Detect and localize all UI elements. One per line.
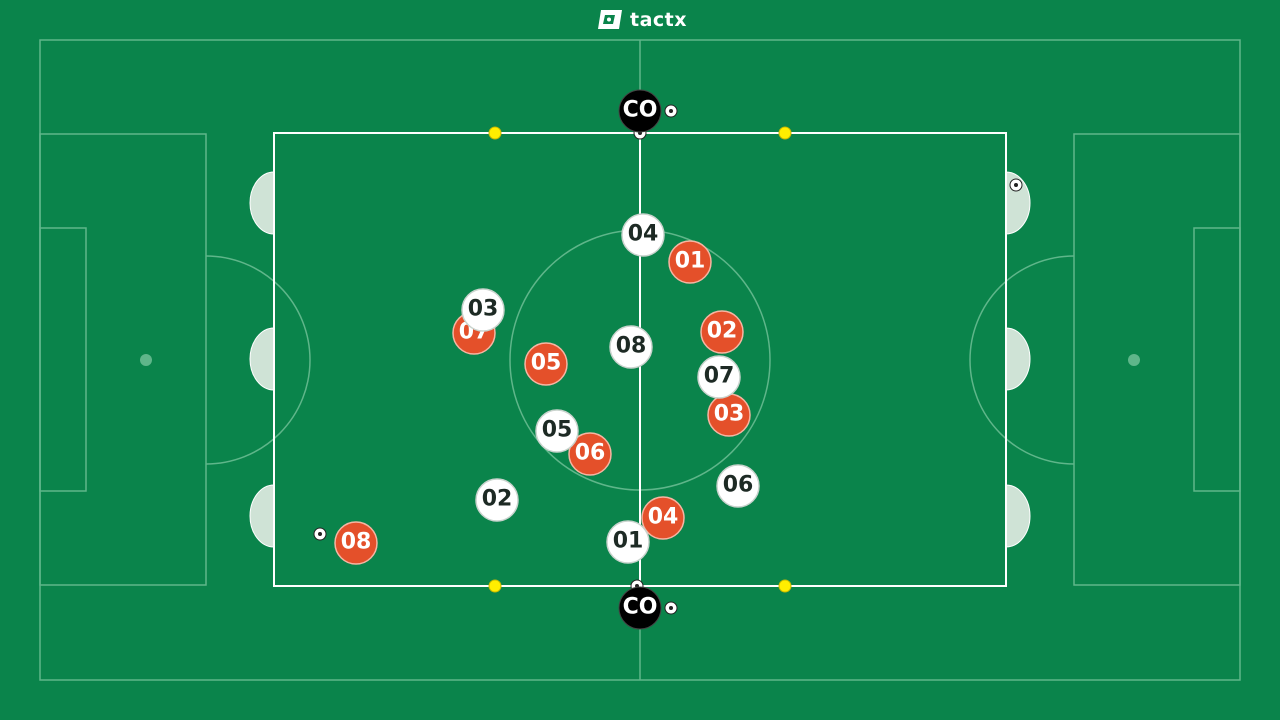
- player-number: 04: [648, 505, 679, 530]
- left-penalty-area: [39, 133, 207, 586]
- cones: [488, 126, 792, 593]
- orange-player-token[interactable]: 08: [334, 521, 378, 565]
- right-penalty-arc: [969, 255, 1075, 465]
- orange-team: 01 07 05 02 03 06: [334, 240, 751, 565]
- mini-goal: [249, 171, 275, 235]
- white-player-token[interactable]: 05: [535, 409, 579, 453]
- cone[interactable]: [778, 579, 792, 593]
- white-team: 04 03 08 07 05 02: [461, 213, 760, 564]
- white-player-token[interactable]: 04: [621, 213, 665, 257]
- ball-icon[interactable]: [313, 527, 327, 541]
- ball-icon[interactable]: [664, 104, 678, 118]
- orange-player-token[interactable]: 03: [707, 393, 751, 437]
- player-number: 06: [575, 441, 606, 466]
- orange-player-token[interactable]: 02: [700, 310, 744, 354]
- player-number: 08: [341, 530, 372, 555]
- player-number: 03: [468, 297, 499, 322]
- mini-goal: [1005, 327, 1031, 391]
- coaches: CO CO: [618, 89, 662, 630]
- left-goal-area: [39, 227, 87, 492]
- cone[interactable]: [778, 126, 792, 140]
- player-number: 07: [704, 364, 735, 389]
- player-number: 05: [542, 418, 573, 443]
- left-penalty-arc: [205, 255, 311, 465]
- mini-goal: [1005, 484, 1031, 548]
- player-number: 04: [628, 222, 659, 247]
- player-number: 01: [613, 529, 644, 554]
- orange-player-token[interactable]: 01: [668, 240, 712, 284]
- coach-label: CO: [623, 595, 658, 620]
- player-number: 05: [531, 351, 562, 376]
- ball-icon[interactable]: [664, 601, 678, 615]
- orange-player-token[interactable]: 06: [568, 432, 612, 476]
- player-number: 02: [707, 319, 738, 344]
- mini-goal: [249, 327, 275, 391]
- player-number: 08: [616, 334, 647, 359]
- mini-goal: [249, 484, 275, 548]
- cone[interactable]: [488, 579, 502, 593]
- right-penalty-spot: [1128, 354, 1140, 366]
- tactx-logo-icon: [598, 10, 622, 29]
- orange-player-token[interactable]: 04: [641, 496, 685, 540]
- coach-label: CO: [623, 98, 658, 123]
- ball-icon[interactable]: [1009, 178, 1023, 192]
- right-penalty-area: [1073, 133, 1241, 586]
- player-number: 06: [723, 473, 754, 498]
- player-number: 02: [482, 487, 513, 512]
- left-penalty-spot: [140, 354, 152, 366]
- white-player-token[interactable]: 03: [461, 288, 505, 332]
- white-player-token[interactable]: 01: [606, 520, 650, 564]
- player-number: 01: [675, 249, 706, 274]
- orange-player-token[interactable]: 05: [524, 342, 568, 386]
- coach-token[interactable]: CO: [618, 89, 662, 133]
- tactx-logo: tactx: [595, 7, 687, 33]
- right-goal-area: [1193, 227, 1241, 492]
- brand-name: tactx: [630, 8, 688, 31]
- cone[interactable]: [488, 126, 502, 140]
- white-player-token[interactable]: 06: [716, 464, 760, 508]
- player-number: 03: [714, 402, 745, 427]
- white-player-token[interactable]: 02: [475, 478, 519, 522]
- white-player-token[interactable]: 08: [609, 325, 653, 369]
- coach-token[interactable]: CO: [618, 586, 662, 630]
- white-player-token[interactable]: 07: [697, 355, 741, 399]
